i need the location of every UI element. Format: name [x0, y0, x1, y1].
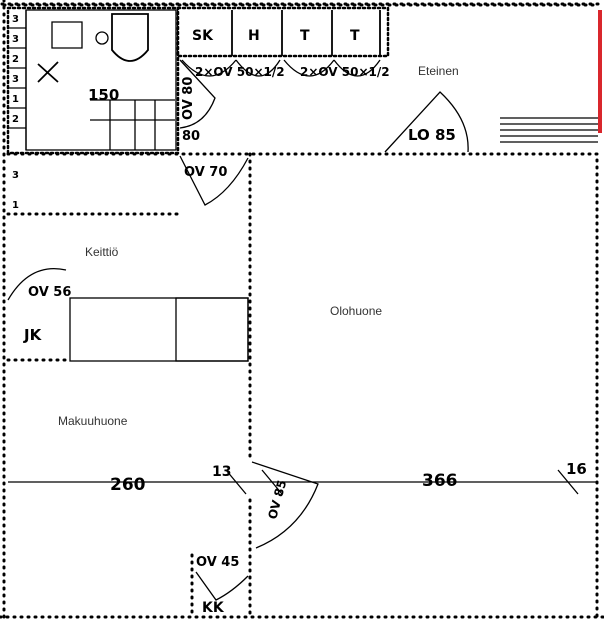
fixture-sk: SK — [192, 28, 214, 44]
shelf-number: 3 — [12, 74, 19, 85]
shelf-number: 3 — [12, 34, 19, 45]
kitchen-counter — [69, 297, 249, 362]
closet-row — [176, 6, 390, 77]
closet-door-swing — [195, 571, 249, 601]
dimension-bathroom: 150 — [88, 86, 119, 104]
kitchen-island — [175, 297, 249, 362]
outer-wall-top — [0, 2, 600, 7]
wardrobe-note-left: 2×OV 50×1/2 — [195, 65, 285, 79]
dimension-right-wall: 16 — [566, 460, 587, 478]
room-label-hall: Eteinen — [418, 64, 459, 78]
shelf-number: 1 — [12, 94, 19, 105]
kitchen-door-swing — [179, 155, 249, 206]
bedroom-door-swing — [251, 461, 319, 549]
door-label-kitchen-left: OV 56 — [28, 285, 71, 300]
dimension-wall-thickness: 13 — [212, 464, 231, 480]
bath-door-swing — [179, 59, 216, 129]
front-door-swing — [384, 91, 469, 153]
fixture-t1: T — [300, 28, 310, 44]
dimension-tick-2 — [261, 469, 283, 495]
room-label-living: Olohuone — [330, 304, 382, 318]
room-label-kitchen: Keittiö — [85, 245, 119, 259]
door-label-bathroom: OV 80 — [181, 77, 196, 120]
shelf-number: 1 — [12, 200, 19, 211]
dimension-tick-3 — [557, 469, 579, 495]
entrance-mat — [500, 117, 598, 143]
bathroom — [6, 6, 180, 155]
door-label-front: LO 85 — [408, 126, 456, 144]
shelf-number: 3 — [12, 170, 19, 181]
dimension-bedroom-width: 260 — [110, 475, 146, 495]
wardrobe-note-right: 2×OV 50×1/2 — [300, 65, 390, 79]
shelf-number: 2 — [12, 54, 19, 65]
shelf-number: 2 — [12, 114, 19, 125]
door-label-closet: OV 45 — [196, 555, 239, 570]
fixture-jk: JK — [23, 326, 43, 344]
shelf-number: 3 — [12, 14, 19, 25]
fixture-kk: KK — [202, 600, 225, 616]
door-label-hall-bath: 80 — [182, 129, 200, 144]
door-label-kitchen: OV 70 — [184, 165, 227, 180]
dimension-living-width: 366 — [422, 471, 458, 491]
door-label-bedroom: OV 85 — [265, 478, 289, 520]
dimension-tick-1 — [225, 469, 247, 495]
fixture-t2: T — [350, 28, 360, 44]
fixture-h: H — [248, 28, 260, 44]
room-label-bedroom: Makuuhuone — [58, 414, 128, 428]
kitchen-left-door-swing — [7, 268, 67, 301]
